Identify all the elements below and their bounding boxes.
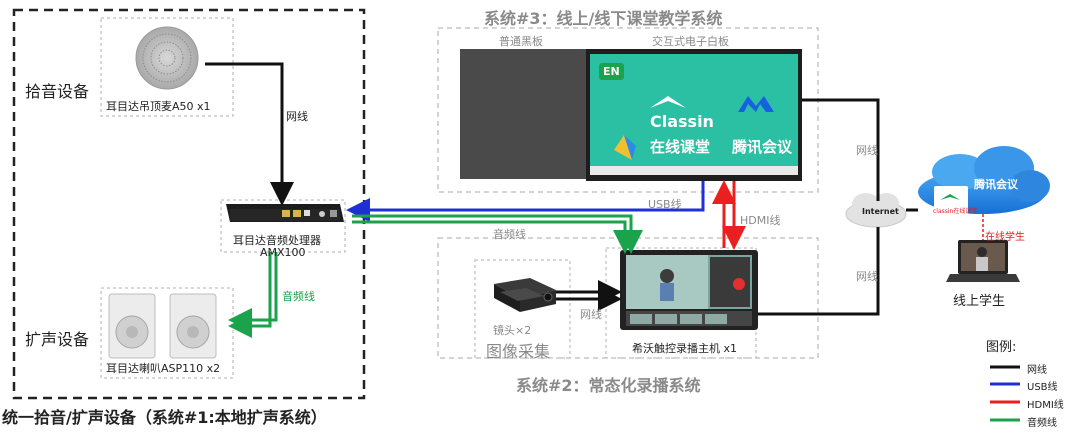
screen-tencent-text: 腾讯会议 <box>732 138 793 156</box>
blackboard-label: 普通黑板 <box>499 35 543 48</box>
speaker-audio-label: 音频线 <box>282 290 315 303</box>
internet-cloud-icon <box>845 193 907 228</box>
audio-processor-icon <box>226 204 344 222</box>
whiteboard-to-internet-line <box>802 98 880 201</box>
speaker-model-label: 耳目达喇叭ASP110 x2 <box>106 362 221 375</box>
audio-line-lower <box>352 220 637 254</box>
legend-label-hdmi: HDMI线 <box>1027 400 1064 411</box>
blackboard <box>460 49 586 179</box>
system2-title: 系统#2：常态化录播系统 <box>516 376 701 395</box>
pickup-device-label: 拾音设备 <box>25 82 90 101</box>
whiteboard-label: 交互式电子白板 <box>652 35 729 48</box>
processor-label-line2: AMX100 <box>260 246 306 259</box>
legend-title: 图例: <box>986 340 1017 355</box>
hdmi-line-label: HDMI线 <box>740 214 781 227</box>
ceiling-mic-icon <box>135 26 199 90</box>
usb-line <box>346 181 705 222</box>
internet-label: Internet <box>862 207 899 216</box>
legend-label-audio: 音频线 <box>1027 418 1057 429</box>
speaker-device-group-label: 扩声设备 <box>25 330 90 349</box>
speaker-icon-left <box>108 293 156 359</box>
camera-label: 镜头×2 <box>493 324 532 337</box>
net-label-top: 网线 <box>856 144 878 157</box>
processor-label-line1: 耳目达音频处理器 <box>233 234 321 247</box>
recorder-to-internet-line <box>758 227 880 316</box>
ceiling-mic-label: 耳目达吊顶麦A50 x1 <box>106 100 211 113</box>
net-label-bottom: 网线 <box>856 270 878 283</box>
seewo-logo-icon <box>614 135 636 160</box>
screen-en-badge: EN <box>599 63 624 80</box>
cloud-tencent-label: 腾讯会议 <box>974 178 1018 191</box>
system3-box <box>437 27 819 193</box>
usb-line-label: USB线 <box>648 198 682 211</box>
classin-logo-icon <box>650 96 686 108</box>
screen-classin-text: Classin <box>650 112 714 131</box>
mic-box <box>100 17 234 117</box>
tencent-meeting-logo-icon <box>738 96 774 112</box>
system1-title: 统一拾音/扩声设备（系统#1:本地扩声系统） <box>2 408 327 427</box>
laptop-student-icon <box>946 240 1020 282</box>
legend-label-usb: USB线 <box>1027 382 1058 393</box>
cloud-classin-label: classin在线课堂 <box>933 208 978 215</box>
image-capture-label: 图像采集 <box>486 342 551 361</box>
mic-to-processor-line <box>205 62 294 206</box>
camera-icon <box>494 278 556 312</box>
system3-title: 系统#3：线上/线下课堂教学系统 <box>484 9 723 28</box>
service-cloud-icon <box>918 146 1050 214</box>
camera-network-label: 网线 <box>580 308 602 321</box>
audio-to-speakers-2 <box>228 252 272 338</box>
online-student-label: 线上学生 <box>953 294 1006 309</box>
camera-box <box>474 259 571 359</box>
recorder-label: 希沃触控录播主机 x1 <box>632 342 738 355</box>
legend-label-network: 网线 <box>1027 365 1047 376</box>
speaker-icon-right <box>169 293 217 359</box>
audio-line-label: 音频线 <box>493 228 526 241</box>
online-student-tag: 在线学生 <box>985 232 1025 243</box>
recorder-host-icon <box>620 250 758 330</box>
mic-network-label: 网线 <box>286 110 308 123</box>
screen-online-class-text: 在线课堂 <box>650 138 711 156</box>
